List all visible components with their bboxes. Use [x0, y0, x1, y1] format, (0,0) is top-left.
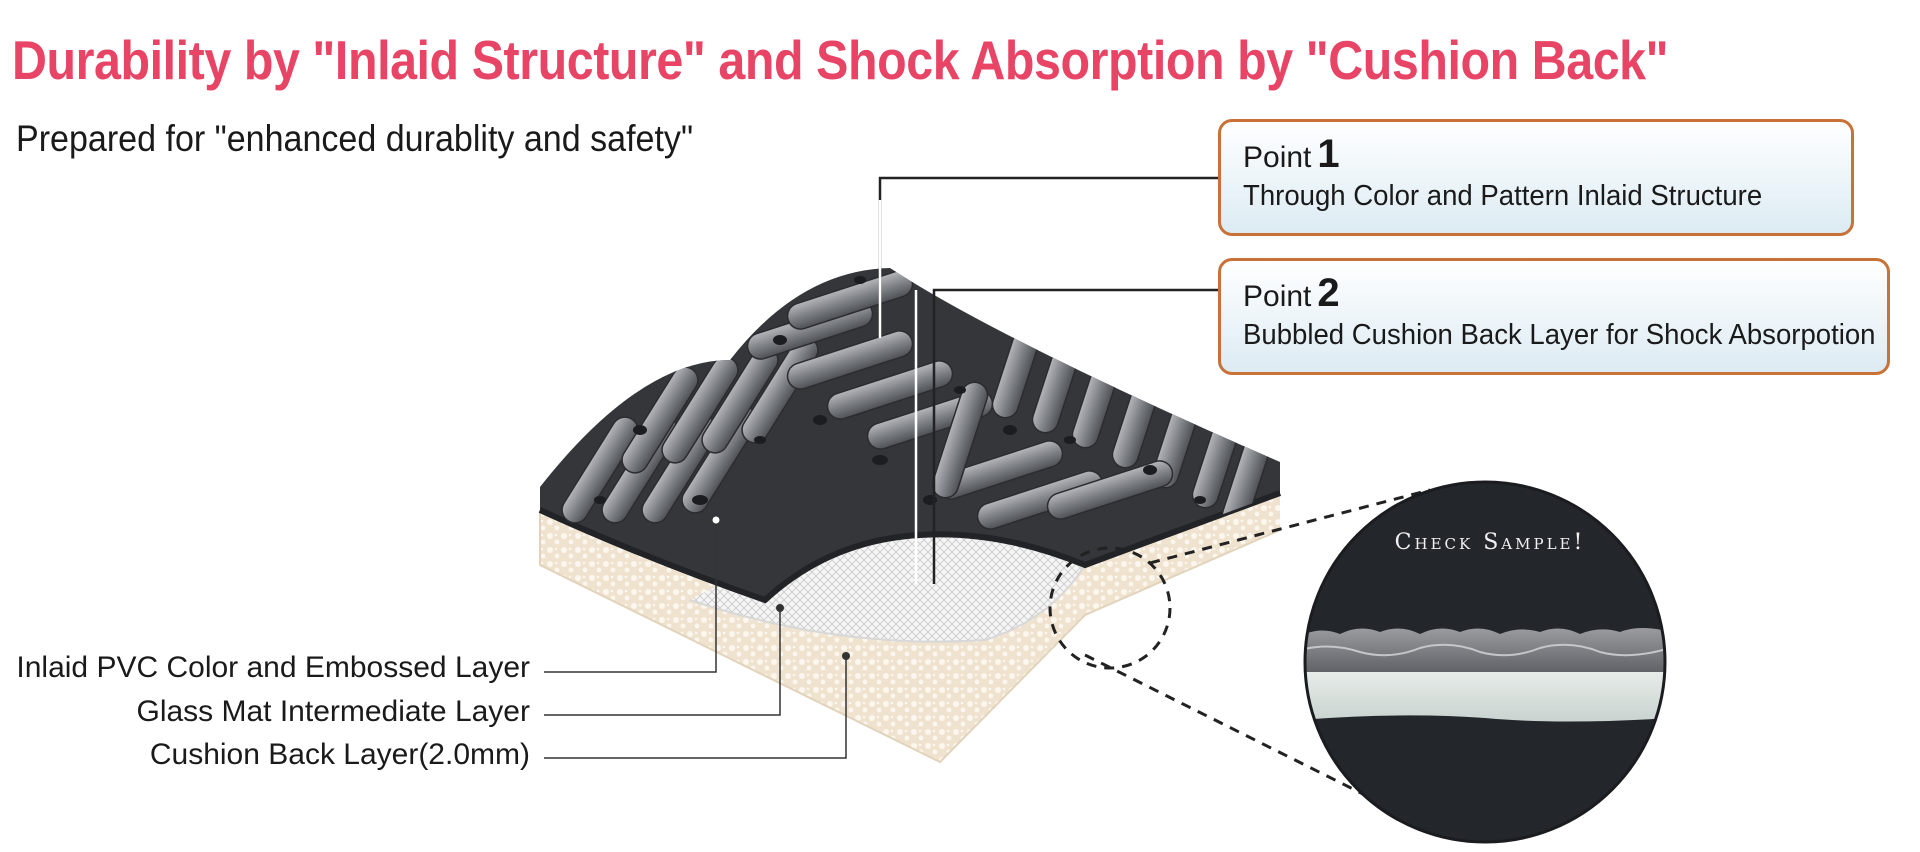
subtitle: Prepared for "enhanced durablity and saf… [16, 118, 694, 159]
point-1-label: Point [1243, 141, 1312, 174]
point-2-label: Point [1243, 280, 1312, 313]
layer-label-inlaid-pvc: Inlaid PVC Color and Embossed Layer [16, 651, 530, 684]
point-2-description: Bubbled Cushion Back Layer for Shock Abs… [1243, 319, 1876, 351]
point-2-number: 2 [1317, 271, 1340, 315]
sample-caption: Check Sample! [1394, 530, 1586, 555]
inlaid-pvc-layer [538, 268, 1282, 604]
layer-label-glass-mat: Glass Mat Intermediate Layer [136, 695, 530, 728]
main-title: Durability by "Inlaid Structure" and Sho… [12, 29, 1669, 91]
layer-leader-lines [544, 520, 847, 759]
layer-label-cushion-back: Cushion Back Layer(2.0mm) [149, 738, 530, 771]
magnify-area-marker [1048, 546, 1172, 670]
point-1-description: Through Color and Pattern Inlaid Structu… [1243, 180, 1763, 212]
sample-magnified-view [1303, 480, 1667, 844]
point-1-number: 1 [1317, 132, 1340, 176]
